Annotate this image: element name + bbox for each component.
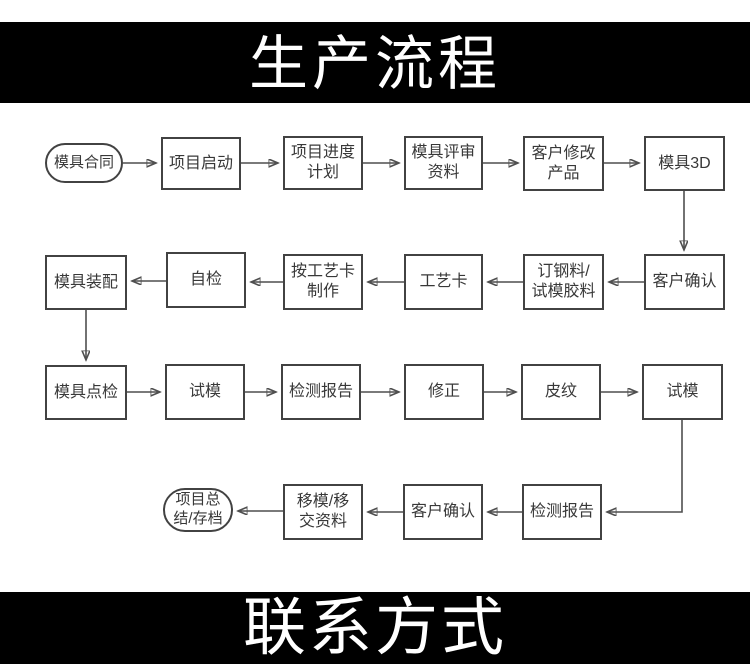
node-correction: 修正: [404, 364, 484, 420]
arrow-elbow: [608, 420, 683, 512]
node-inspection-report-1: 检测报告: [281, 364, 361, 420]
bottom-banner: 联系方式: [0, 592, 750, 664]
node-mold-contract: 模具合同: [45, 143, 123, 183]
node-self-inspection: 自检: [166, 252, 246, 308]
node-inspection-report-2: 检测报告: [522, 484, 602, 540]
node-mold-3d: 模具3D: [644, 136, 725, 191]
node-customer-modify-product: 客户修改 产品: [523, 136, 604, 191]
node-trial-mold-2: 试模: [642, 364, 723, 420]
node-order-steel-trial-material: 订钢料/ 试模胶料: [523, 254, 604, 310]
node-project-summary-archive: 项目总 结/存档: [163, 488, 233, 532]
top-banner-title: 生产流程: [248, 29, 501, 98]
node-mold-assembly: 模具装配: [45, 255, 127, 310]
bottom-banner-title: 联系方式: [243, 592, 507, 664]
node-customer-confirm-1: 客户确认: [644, 254, 725, 310]
node-mold-review-docs: 模具评审 资料: [404, 136, 483, 190]
node-process-card: 工艺卡: [404, 254, 483, 310]
node-customer-confirm-2: 客户确认: [403, 484, 483, 540]
node-project-kickoff: 项目启动: [161, 137, 241, 190]
node-mold-spot-check: 模具点检: [45, 365, 127, 420]
node-make-per-process-card: 按工艺卡 制作: [283, 254, 363, 310]
node-trial-mold-1: 试模: [165, 364, 245, 420]
node-project-schedule: 项目进度 计划: [283, 136, 363, 190]
node-transfer-mold-docs: 移模/移 交资料: [283, 484, 363, 540]
top-banner: 生产流程: [0, 22, 750, 103]
node-texture: 皮纹: [521, 364, 601, 420]
